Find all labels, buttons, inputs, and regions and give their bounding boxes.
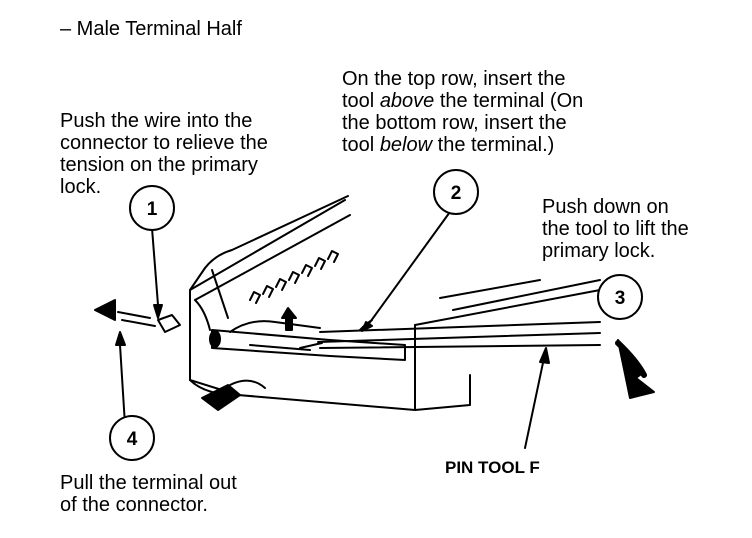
step-4-marker: 4	[109, 415, 155, 461]
step-4-line: Pull the terminal out	[60, 472, 237, 494]
diagram-title: – Male Terminal Half	[60, 18, 242, 40]
step-3-line: Push down on	[542, 196, 669, 218]
pin-tool-label: PIN TOOL F	[445, 458, 540, 477]
step-1-line: tension on the primary	[60, 154, 258, 176]
step-2-marker: 2	[433, 169, 479, 215]
connector-housing	[189, 195, 601, 411]
step-1-line: Push the wire into the	[60, 110, 253, 132]
step-2-line: tool below the terminal.)	[342, 134, 555, 156]
step-1-number: 1	[147, 199, 158, 220]
step-1-marker: 1	[129, 185, 175, 231]
push-down-arrow	[615, 339, 655, 399]
step-2-number: 2	[451, 183, 462, 204]
step-3-instructions: Push down on the tool to lift the primar…	[542, 196, 689, 262]
step-3-line: the tool to lift the	[542, 218, 689, 240]
lock-lift-arrow	[281, 307, 297, 331]
step-1-line: connector to relieve the	[60, 132, 268, 154]
step-1-instructions: Push the wire into the connector to reli…	[60, 110, 268, 198]
step-2-line: the bottom row, insert the	[342, 112, 567, 134]
pin-tool	[299, 319, 601, 349]
step-3-number: 3	[615, 288, 626, 309]
step-4-instructions: Pull the terminal out of the connector.	[60, 472, 237, 516]
leader-arrows	[115, 204, 550, 449]
step-2-instructions: On the top row, insert the tool above th…	[342, 68, 583, 156]
step-3-line: primary lock.	[542, 240, 656, 262]
step-1-line: lock.	[60, 176, 102, 198]
step-3-marker: 3	[597, 274, 643, 320]
step-2-line: On the top row, insert the	[342, 68, 566, 90]
step-2-line: tool above the terminal (On	[342, 90, 584, 112]
step-4-number: 4	[127, 429, 138, 450]
step-4-line: of the connector.	[60, 494, 208, 516]
pull-direction-arrow	[94, 299, 181, 333]
